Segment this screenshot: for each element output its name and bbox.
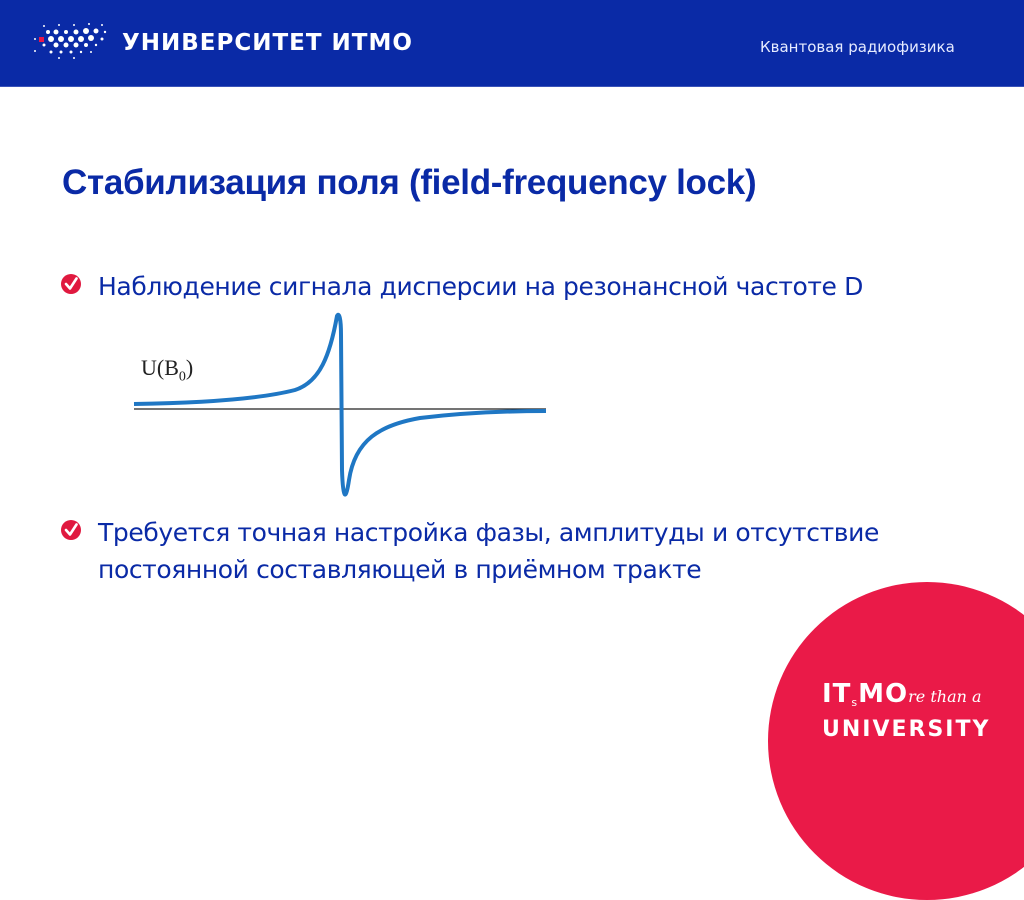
check-circle-icon	[61, 520, 81, 540]
slide-title: Стабилизация поля (field-frequency lock)	[62, 163, 757, 202]
dispersion-curve	[133, 312, 547, 497]
university-logo-text: УНИВЕРСИТЕТ ИТМО	[122, 30, 413, 56]
dispersion-signal-graph	[133, 312, 547, 497]
bullet-text: Наблюдение сигнала дисперсии на резонанс…	[98, 272, 863, 301]
slide-header: УНИВЕРСИТЕТ ИТМО Квантовая радиофизика	[0, 0, 1024, 87]
bullet-item: Наблюдение сигнала дисперсии на резонанс…	[60, 268, 863, 305]
bullet-item: Требуется точная настройка фазы, амплиту…	[60, 514, 960, 588]
graph-label: U(B0)	[141, 355, 194, 385]
course-name: Квантовая радиофизика	[760, 38, 955, 56]
check-circle-icon	[61, 274, 81, 294]
itmo-brand-slogan: ITsMOre than a UNIVERSITY	[822, 679, 991, 742]
itmo-logo-icon	[34, 23, 107, 59]
bullet-text: Требуется точная настройка фазы, амплиту…	[98, 518, 879, 584]
